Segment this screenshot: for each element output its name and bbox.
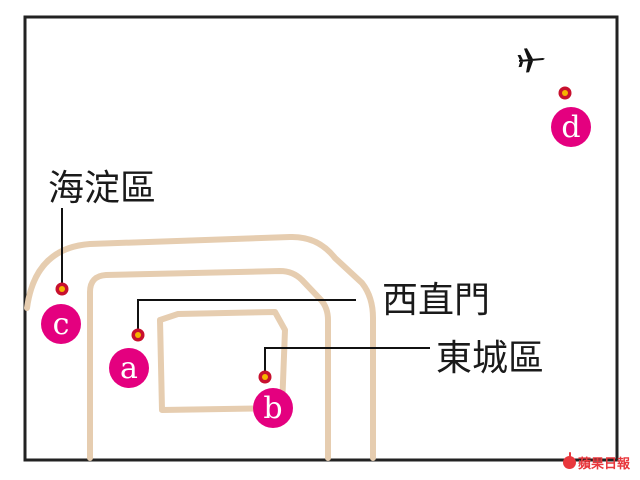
outer-ring-road — [24, 233, 376, 461]
apple-daily-watermark: 蘋果日報 — [562, 452, 630, 472]
airplane-icon — [517, 48, 545, 73]
leader-line-xizhimen — [137, 299, 356, 330]
watermark-text: 蘋果日報 — [577, 457, 630, 472]
marker-letter-b: b — [263, 391, 282, 426]
label-haidian: 海淀區 — [48, 168, 156, 209]
marker-badge-a: a — [109, 348, 149, 388]
marker-badge-b: b — [253, 388, 293, 428]
apple-logo-icon — [562, 452, 576, 469]
middle-ring-road — [87, 268, 331, 461]
marker-letter-a: a — [120, 351, 138, 386]
location-pin-c — [55, 282, 69, 296]
label-xizhimen: 西直門 — [382, 280, 490, 321]
location-pin-b — [258, 370, 272, 384]
leader-line-dongcheng — [264, 347, 430, 372]
map-frame — [23, 15, 619, 462]
marker-letter-d: d — [561, 110, 580, 145]
marker-badge-d: d — [551, 107, 591, 147]
label-dongcheng: 東城區 — [436, 338, 544, 379]
location-pin-d — [558, 86, 572, 100]
inner-ring-road — [157, 309, 288, 413]
marker-letter-c: c — [53, 307, 70, 342]
marker-badge-c: c — [41, 304, 81, 344]
location-pin-a — [131, 328, 145, 342]
